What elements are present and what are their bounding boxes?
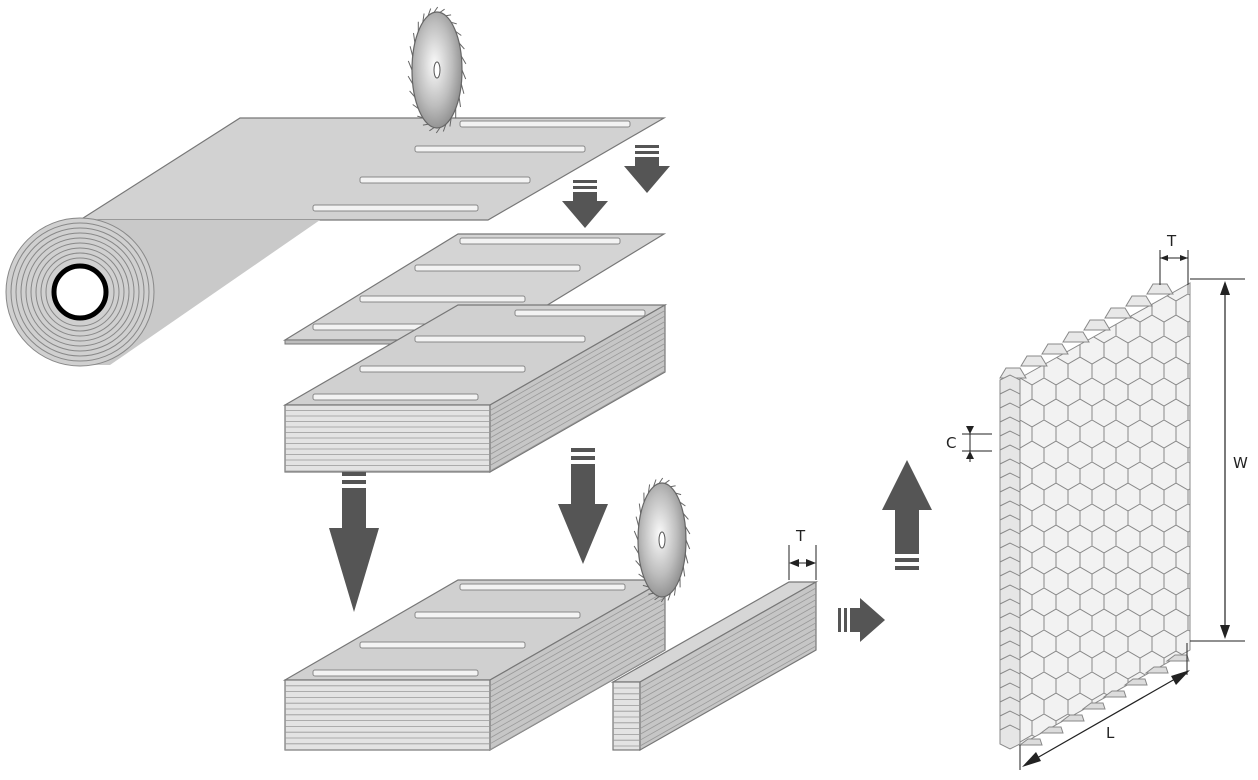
slot	[313, 394, 478, 400]
circular-saw-icon	[408, 7, 466, 133]
slot	[360, 366, 525, 372]
down-arrow-icon	[624, 145, 670, 193]
width-label: W	[1233, 454, 1248, 472]
roll-core	[54, 266, 106, 318]
sheet-stack-lower	[285, 580, 665, 750]
length-label: L	[1106, 724, 1115, 742]
slot	[360, 177, 530, 183]
slot	[515, 310, 645, 316]
slot	[313, 670, 478, 676]
honeycomb-panel	[1000, 283, 1190, 749]
down-arrow-icon	[329, 472, 379, 612]
cell-size-dimension: C	[946, 426, 992, 462]
down-arrow-icon	[558, 448, 608, 564]
slot	[460, 238, 620, 244]
slot	[415, 146, 585, 152]
slot	[360, 642, 525, 648]
down-arrow-icon	[562, 180, 608, 228]
slot	[360, 296, 525, 302]
slot	[460, 584, 625, 590]
slot	[415, 336, 585, 342]
right-arrow-icon	[838, 598, 885, 642]
up-arrow-icon	[882, 460, 932, 570]
width-dimension: W	[1190, 279, 1248, 641]
panel-thickness-label: T	[1166, 232, 1177, 250]
slot	[415, 265, 580, 271]
slot	[313, 205, 478, 211]
cell-size-label: C	[946, 434, 956, 452]
honeycomb-left-edge	[1000, 375, 1020, 749]
slot	[460, 121, 630, 127]
strip-thickness-label: T	[795, 527, 806, 545]
panel-thickness-dimension: T	[1160, 232, 1188, 285]
slot	[415, 612, 580, 618]
